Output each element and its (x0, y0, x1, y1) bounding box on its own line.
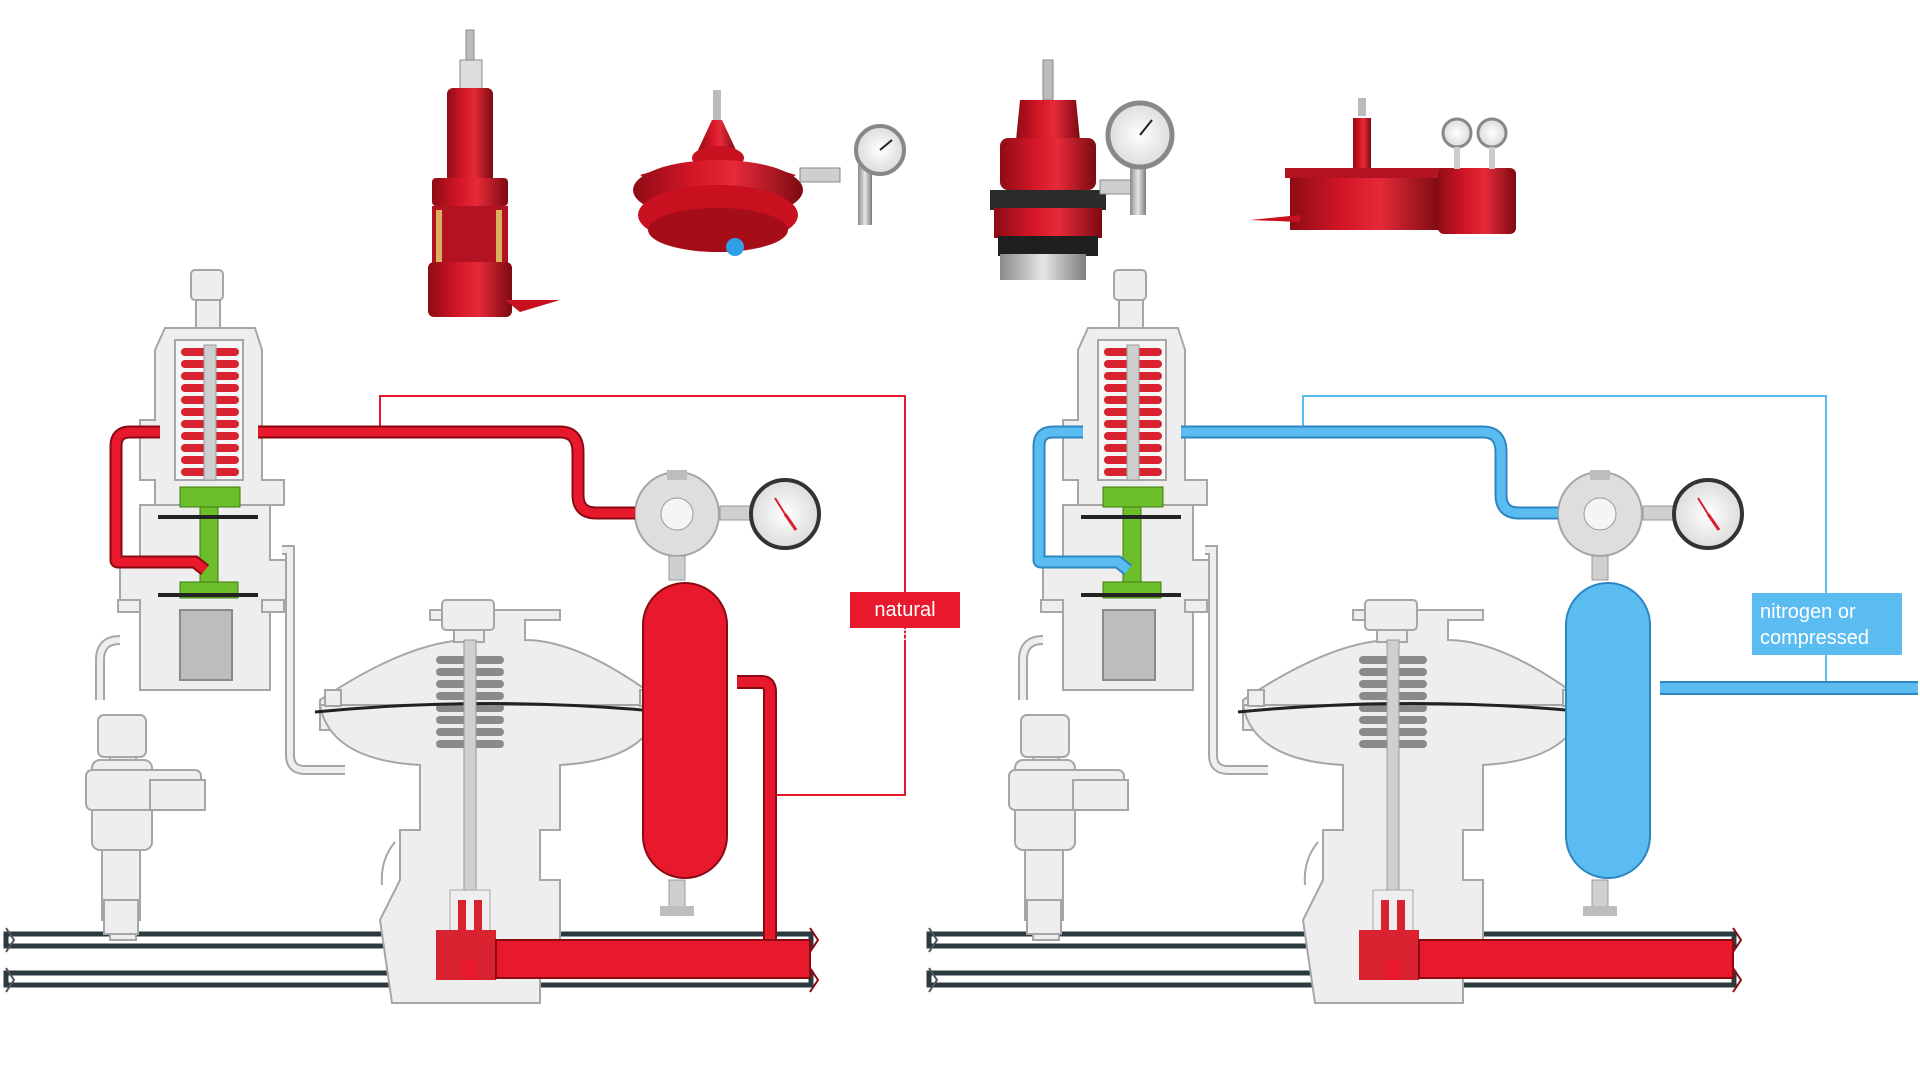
volume-bottle (1565, 582, 1651, 879)
nitrogen-label: nitrogen or compressed air (1752, 593, 1902, 675)
natural-gas-label: natural gas (850, 592, 960, 645)
pressure-gauge-icon (1441, 117, 1473, 149)
schematic-natural-gas (6, 270, 906, 1003)
product-diaphragm-regulator-with-gauge (633, 90, 906, 256)
volume-bottle (642, 582, 728, 879)
schematic-nitrogen (929, 270, 1918, 1003)
pressure-gauge-icon (1476, 117, 1508, 149)
product-pilot-regulator-with-gauge (990, 59, 1175, 280)
product-dual-gauge-regulator (1250, 98, 1516, 234)
product-pilot-regulator (428, 29, 560, 317)
